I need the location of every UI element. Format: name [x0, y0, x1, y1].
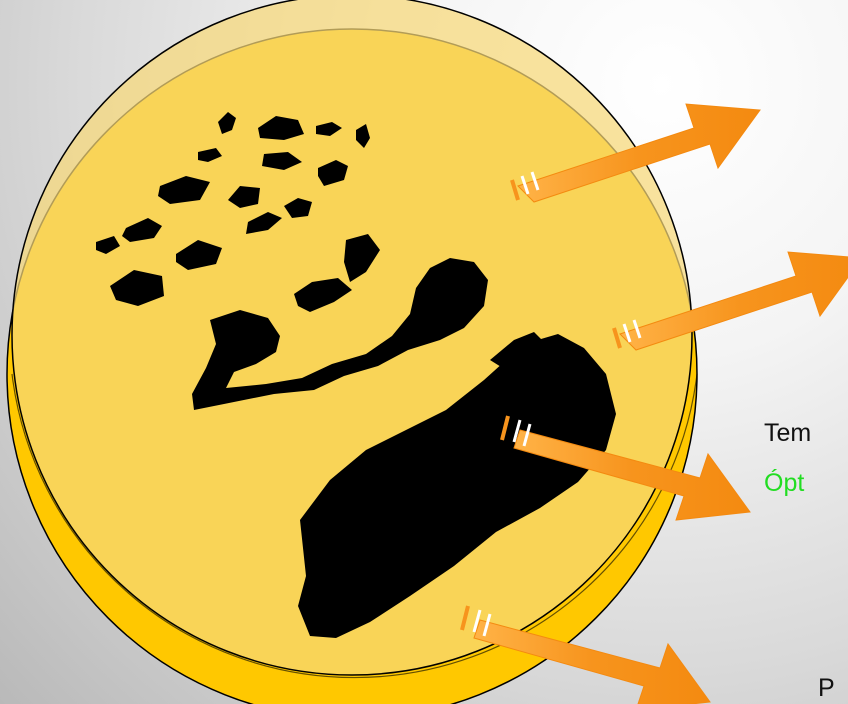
p-label: P	[818, 673, 835, 703]
temperature-label: Tem	[764, 418, 811, 448]
optimal-label: Ópt	[764, 468, 804, 498]
